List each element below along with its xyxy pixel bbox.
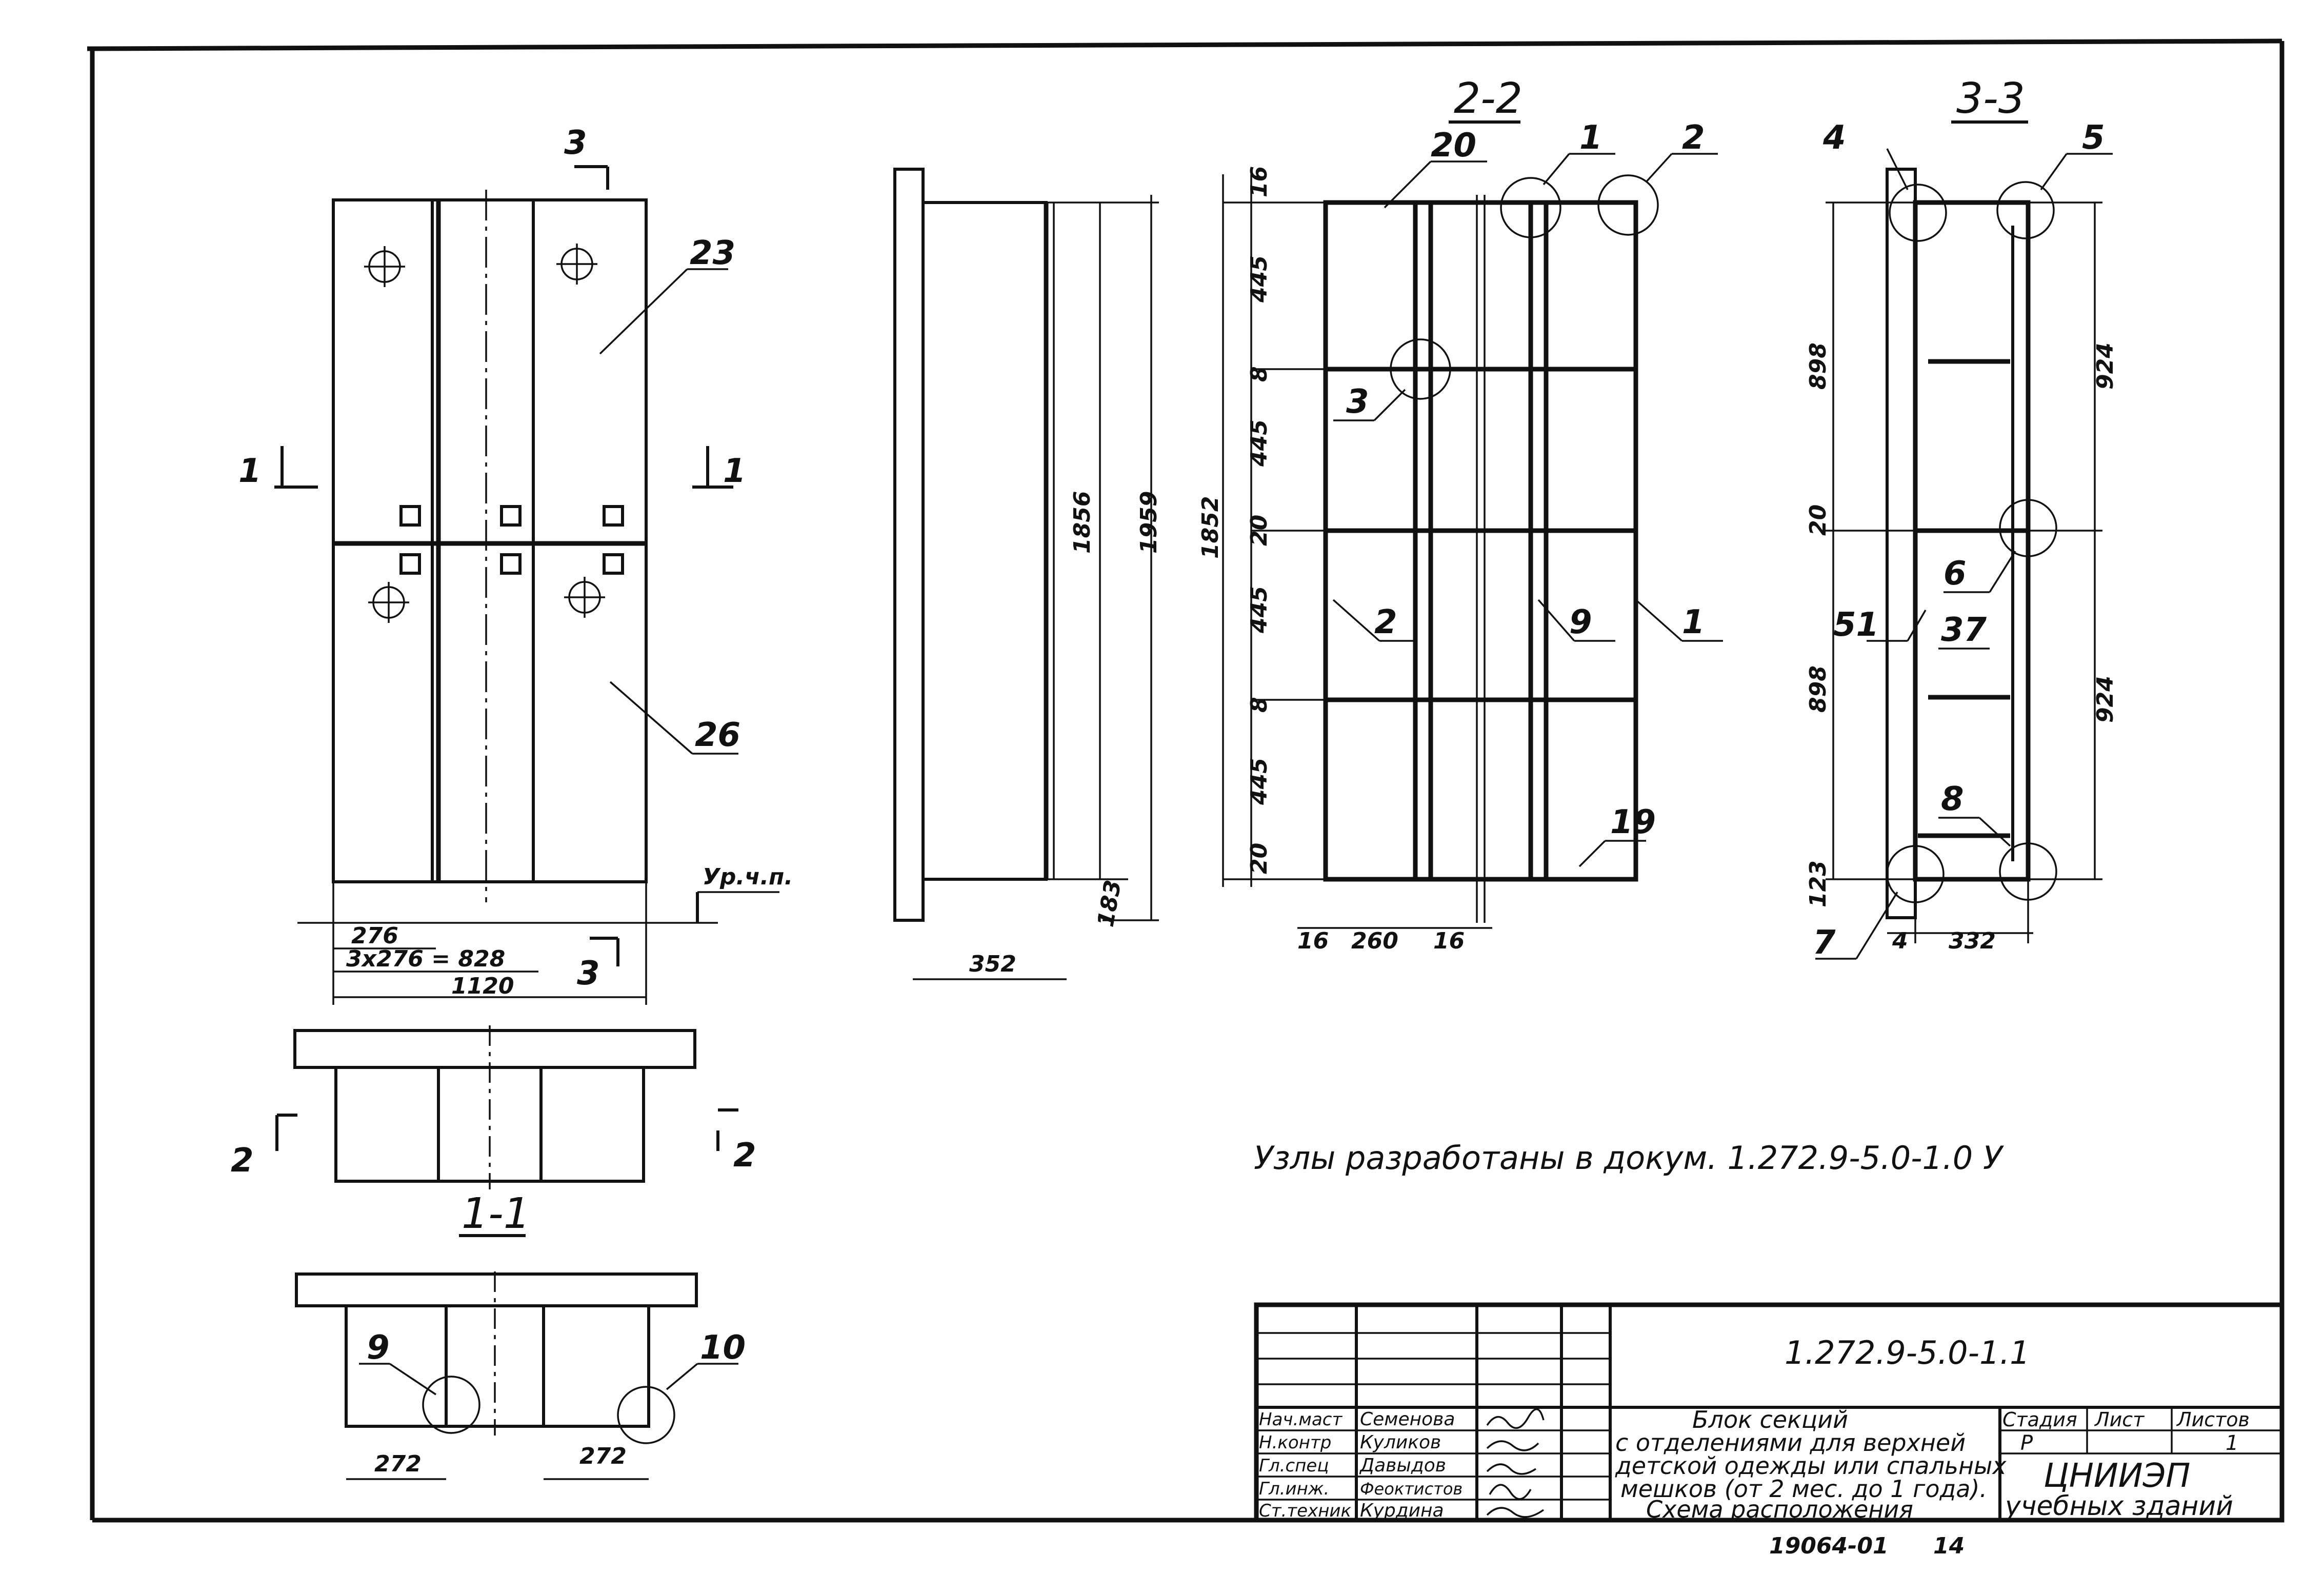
callout-19: 19	[1610, 803, 1656, 841]
role-1: Нач.маст	[1259, 1409, 1343, 1430]
dim-s22-445-b: 445	[1246, 419, 1272, 467]
dim-s22-8-a: 8	[1246, 366, 1272, 382]
dim-272-left: 272	[374, 1451, 422, 1477]
dim-123: 123	[1805, 860, 1831, 907]
document-code: 1.272.9-5.0-1.1	[1785, 1334, 2030, 1371]
section-title-3-3: 3-3	[1956, 74, 2025, 123]
dim-332: 332	[1949, 928, 1996, 954]
callout-plan-10: 10	[700, 1329, 746, 1367]
callout-2-top: 2	[1682, 119, 1705, 157]
stage-value: Р	[2020, 1431, 2033, 1455]
section-mark-1-left: 1	[238, 452, 262, 490]
name-5: Курдина	[1360, 1500, 1444, 1521]
role-5: Ст.техник	[1259, 1501, 1352, 1521]
name-1: Семенова	[1360, 1409, 1455, 1430]
dim-s22-h-16-b: 16	[1433, 928, 1465, 954]
section-title-1-1: 1-1	[462, 1189, 530, 1238]
callout-8: 8	[1941, 780, 1964, 818]
callout-6: 6	[1944, 555, 1967, 593]
role-3: Гл.спец	[1259, 1456, 1329, 1476]
dim-s22-8-b: 8	[1246, 697, 1272, 713]
dim-s22-h-16-a: 16	[1297, 928, 1329, 954]
callout-1-top: 1	[1579, 119, 1602, 157]
dim-s22-h-260: 260	[1351, 928, 1398, 954]
callout-1: 1	[1682, 603, 1705, 641]
dim-898-top: 898	[1805, 342, 1831, 390]
section-1-1-plan: 2 2 1-1	[231, 1025, 756, 1238]
hole-icon	[364, 244, 605, 623]
dim-183: 183	[1093, 878, 1127, 929]
dim-1120: 1120	[451, 973, 514, 999]
description-line-3: детской одежды или спальных	[1615, 1452, 2007, 1480]
dim-272-right: 272	[579, 1443, 627, 1469]
section-title-2-2: 2-2	[1454, 74, 1522, 123]
dim-1852: 1852	[1197, 496, 1224, 559]
section-2-2: 2-2 20 1 2 3 2 9 1 19	[1197, 74, 1723, 954]
section-mark-1-right: 1	[723, 452, 746, 490]
section-mark-2-right: 2	[733, 1137, 756, 1175]
dim-s33-4: 4	[1892, 928, 1908, 954]
dim-s22-445-a: 445	[1246, 255, 1272, 303]
description-line-2: с отделениями для верхней	[1615, 1429, 1966, 1457]
callout-26: 26	[695, 716, 740, 754]
sheet-header: Лист	[2094, 1408, 2145, 1431]
name-2: Куликов	[1360, 1432, 1441, 1453]
callout-9: 9	[1569, 603, 1592, 641]
dim-s22-445-d: 445	[1246, 758, 1272, 805]
drawing-frame	[87, 38, 2285, 1523]
page-number: 14	[1933, 1533, 1965, 1559]
dim-1959: 1959	[1136, 491, 1162, 554]
callout-4: 4	[1822, 119, 1846, 157]
dim-828: 3x276 = 828	[346, 946, 505, 972]
role-2: Н.контр	[1259, 1432, 1331, 1453]
dim-s22-445-c: 445	[1246, 586, 1272, 634]
lower-plan: 9 10 272 272	[295, 1271, 746, 1480]
sheets-header: Листов	[2176, 1408, 2250, 1431]
description-line-5: Схема расположения	[1646, 1496, 1913, 1523]
section-mark-2-left: 2	[231, 1142, 254, 1180]
name-3: Давыдов	[1359, 1455, 1446, 1476]
dim-924-bottom: 924	[2092, 676, 2118, 723]
dim-1856: 1856	[1069, 491, 1095, 554]
signature-icon	[1486, 1408, 1545, 1518]
dim-352: 352	[969, 951, 1016, 977]
reference-note: Узлы разработаны в докум. 1.272.9-5.0-1.…	[1254, 1139, 2005, 1177]
stage-header: Стадия	[2002, 1408, 2077, 1431]
name-4: Феоктистов	[1360, 1479, 1462, 1499]
callout-7: 7	[1813, 924, 1836, 962]
callout-37: 37	[1941, 611, 1987, 649]
dim-s22-16: 16	[1246, 166, 1272, 197]
section-mark-3-top: 3	[564, 124, 587, 162]
callout-5: 5	[2082, 119, 2105, 157]
callout-23: 23	[690, 234, 735, 272]
section-mark-3-bottom: 3	[577, 955, 600, 993]
callout-20: 20	[1431, 127, 1476, 165]
dim-s33-20: 20	[1805, 504, 1831, 536]
organization-line-2: учебных зданий	[2004, 1491, 2233, 1522]
callout-3: 3	[1346, 383, 1369, 421]
sheets-value: 1	[2226, 1431, 2238, 1455]
role-4: Гл.инж.	[1259, 1479, 1329, 1499]
level-mark: Ур.ч.п.	[703, 864, 793, 890]
side-view: 1856 1959 183 352	[893, 168, 1162, 980]
archive-number: 19064-01	[1769, 1533, 1889, 1559]
dim-s22-20-a: 20	[1246, 515, 1272, 546]
dim-924-top: 924	[2092, 342, 2118, 390]
description-line-4: мешков (от 2 мес. до 1 года).	[1620, 1475, 1987, 1503]
callout-51: 51	[1833, 606, 1879, 644]
dim-898-bottom: 898	[1805, 665, 1831, 713]
organization-line-1: ЦНИИЭП	[2043, 1457, 2190, 1495]
front-elevation: 23 26 3 3 1 1 Ур.ч.п. 276 3x276 = 828 11…	[238, 124, 793, 1005]
description-line-1: Блок секций	[1692, 1406, 1848, 1433]
callout-2: 2	[1374, 603, 1397, 641]
hinge-icon	[399, 505, 624, 575]
dim-276: 276	[351, 923, 398, 949]
title-block: 1.272.9-5.0-1.1 Нач.маст Н.контр Гл.спец…	[1254, 1302, 2285, 1523]
dim-s22-20-b: 20	[1246, 843, 1272, 874]
section-3-3: 3-3 4 5 6 51 37 8 7 898 20 898 123	[1805, 74, 2118, 962]
callout-plan-9: 9	[367, 1329, 390, 1367]
